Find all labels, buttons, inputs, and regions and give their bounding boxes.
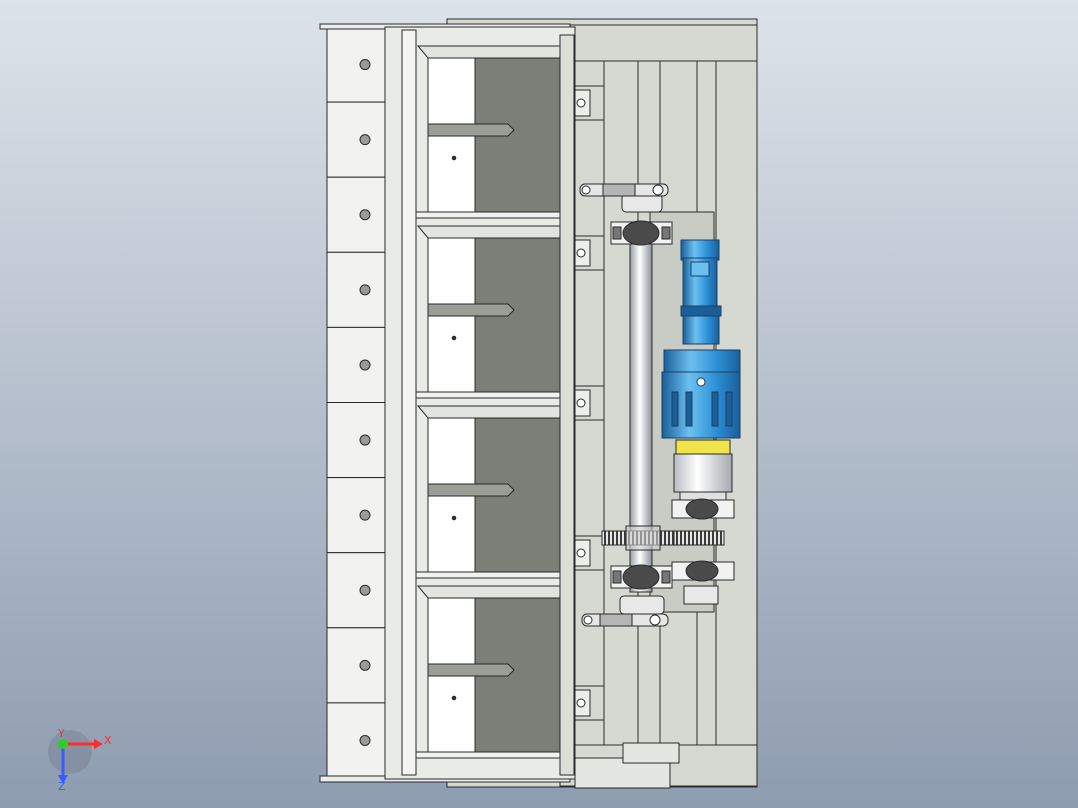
gearbox-top xyxy=(663,349,741,373)
door-panel[interactable] xyxy=(326,26,400,103)
pinion-bearing-upper xyxy=(671,498,735,520)
y-axis-label: Y xyxy=(57,727,65,740)
door-panel[interactable] xyxy=(326,627,400,704)
door-knob[interactable] xyxy=(359,59,371,71)
hopper-bays xyxy=(415,45,561,759)
hopper-bay[interactable] xyxy=(415,45,561,219)
output-assembly[interactable] xyxy=(671,439,735,605)
output-flange xyxy=(675,439,731,455)
door-knob[interactable] xyxy=(359,734,371,746)
door-panel[interactable] xyxy=(326,251,400,328)
pinion-end-cap xyxy=(683,585,719,605)
lower-coupling xyxy=(619,595,665,615)
motor-terminal-box xyxy=(690,261,710,277)
door-knob[interactable] xyxy=(359,284,371,296)
upper-coupling xyxy=(621,193,663,213)
hinge-bracket xyxy=(571,535,605,571)
x-axis-label: X xyxy=(104,734,112,747)
door-panel[interactable] xyxy=(326,702,400,779)
motor-fan-cover xyxy=(680,239,720,261)
lower-pillow-block-bearing xyxy=(610,564,673,590)
drive-shaft-assembly[interactable] xyxy=(601,193,687,615)
z-axis-head xyxy=(58,775,68,784)
chute-divider xyxy=(427,483,515,497)
door-knob[interactable] xyxy=(359,659,371,671)
door-knob[interactable] xyxy=(359,509,371,521)
chute-divider xyxy=(427,303,515,317)
door-knob[interactable] xyxy=(359,134,371,146)
door-knob[interactable] xyxy=(359,209,371,221)
pinion-bearing-lower xyxy=(671,560,735,582)
hinge-bracket xyxy=(571,235,605,271)
coordinate-triad[interactable]: X Y Z xyxy=(48,727,112,793)
lower-linkage-arm[interactable] xyxy=(581,613,669,627)
door-panel[interactable] xyxy=(326,101,400,178)
hinge-bracket xyxy=(571,85,605,121)
motor-flange xyxy=(680,305,722,317)
hopper-right-wall xyxy=(559,34,575,776)
hopper-bay[interactable] xyxy=(415,585,561,759)
frame-top-rail xyxy=(559,24,758,62)
door-knob[interactable] xyxy=(359,584,371,596)
large-gear-hub xyxy=(625,525,661,551)
pinion-gear xyxy=(673,530,725,546)
upper-pillow-block-bearing xyxy=(610,220,673,246)
frame-bottom-step xyxy=(622,742,680,764)
hopper-bay[interactable] xyxy=(415,405,561,579)
hinge-bracket xyxy=(571,385,605,421)
door-knob[interactable] xyxy=(359,359,371,371)
motor-adapter xyxy=(682,315,720,345)
upper-linkage-arm[interactable] xyxy=(579,183,669,197)
chute-divider xyxy=(427,663,515,677)
z-axis-label: Z xyxy=(58,780,66,793)
chute-divider xyxy=(427,123,515,137)
door-knob[interactable] xyxy=(359,434,371,446)
door-panel[interactable] xyxy=(326,402,400,479)
y-axis-dot xyxy=(58,739,68,749)
gearbox-badge xyxy=(696,377,706,387)
door-panel[interactable] xyxy=(326,552,400,629)
hopper-left-wall xyxy=(401,29,417,776)
x-axis-head xyxy=(94,739,103,749)
hinge-bracket xyxy=(571,685,605,721)
output-cylinder xyxy=(673,453,733,493)
triad-origin-shadow xyxy=(48,730,92,774)
gear-motor[interactable] xyxy=(661,239,741,439)
gearbox-fins xyxy=(671,391,733,427)
hinge-brackets xyxy=(571,85,605,721)
hopper-bay[interactable] xyxy=(415,225,561,399)
